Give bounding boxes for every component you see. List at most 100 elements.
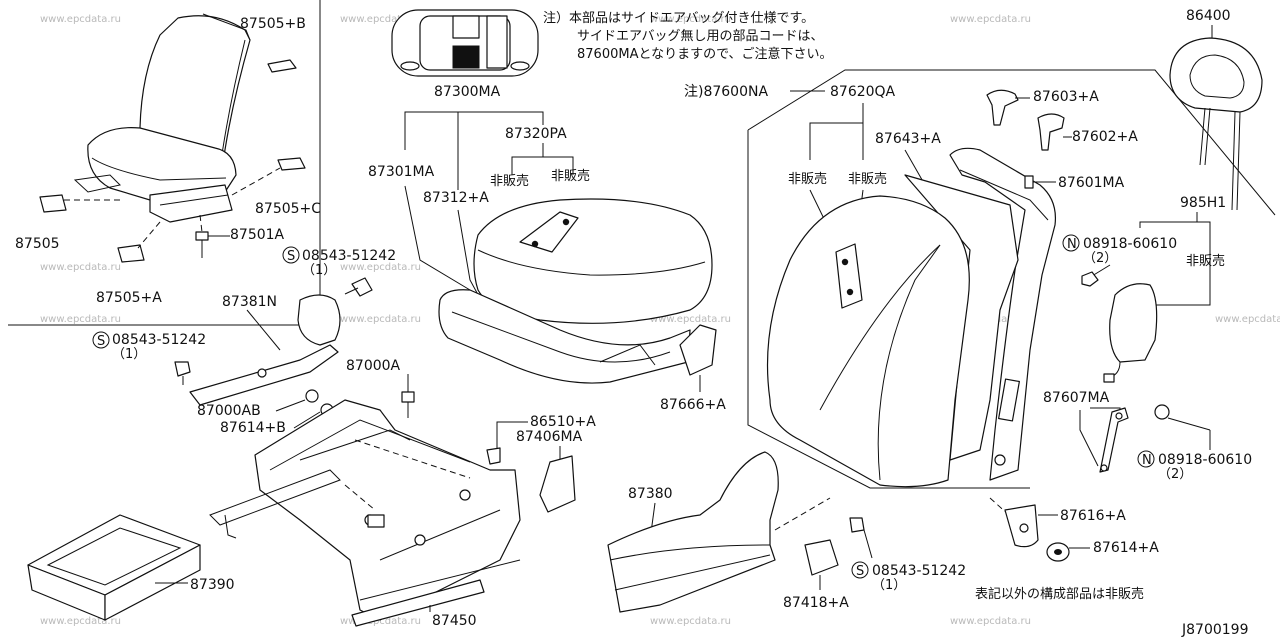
part-label: 87390 bbox=[190, 577, 235, 593]
seat-back-frame bbox=[949, 147, 1057, 481]
guide-87601ma bbox=[1024, 175, 1034, 189]
trim-seam bbox=[877, 244, 941, 481]
adjuster-frame-outline bbox=[254, 399, 521, 621]
part-label: 08543-51242 bbox=[302, 248, 396, 264]
cover-87505b bbox=[267, 59, 297, 73]
watermark: www.epcdata.ru bbox=[40, 616, 121, 627]
part-label: 87505 bbox=[15, 236, 60, 252]
cushion-frame-inner bbox=[451, 311, 671, 363]
nut-a bbox=[1081, 271, 1099, 287]
adjuster-cross-member bbox=[269, 419, 471, 471]
n-symbol bbox=[1062, 234, 1080, 252]
dashed-leader bbox=[354, 439, 471, 479]
watermark: www.epcdata.ru bbox=[340, 14, 421, 25]
leader bbox=[1079, 410, 1099, 467]
bolt-86510a bbox=[486, 447, 501, 465]
part-label: 87666+A bbox=[660, 397, 726, 413]
cover-87505 bbox=[39, 194, 67, 213]
bolt-87000a bbox=[401, 391, 415, 403]
s-symbol bbox=[851, 561, 869, 579]
washer-hole bbox=[1054, 549, 1062, 555]
watermark: www.epcdata.ru bbox=[40, 14, 121, 25]
not-for-sale-label: 非販売 bbox=[551, 168, 590, 184]
parts-86510a-87406ma: 86510+A 87406MA bbox=[486, 414, 596, 513]
leader bbox=[863, 529, 873, 559]
part-label: 87607MA bbox=[1043, 390, 1110, 406]
drawing-code: J8700199 bbox=[1181, 622, 1248, 638]
bolt-87501a-head bbox=[195, 231, 209, 241]
leader bbox=[1167, 417, 1211, 431]
part-label: 87614+B bbox=[220, 420, 286, 436]
watermark: www.epcdata.ru bbox=[650, 616, 731, 627]
watermark: www.epcdata.ru bbox=[40, 314, 121, 325]
part-label: 87381N bbox=[222, 294, 277, 310]
adjuster-rail-inner bbox=[379, 509, 501, 561]
part-label: 87643+A bbox=[875, 131, 941, 147]
adjuster-wire bbox=[224, 514, 237, 539]
seat-base bbox=[149, 184, 233, 223]
clip-dot bbox=[841, 258, 849, 266]
seat-back-edge bbox=[202, 13, 251, 41]
side-cover-edge bbox=[609, 544, 771, 561]
part-label: 87614+A bbox=[1093, 540, 1159, 556]
cover-87505c bbox=[277, 157, 306, 171]
clip-dot bbox=[562, 218, 570, 226]
cushion-frame-bracket bbox=[599, 344, 656, 366]
part-label: 87603+A bbox=[1033, 89, 1099, 105]
cushion-pad-edge bbox=[477, 249, 706, 276]
qty-label: （1） bbox=[872, 578, 906, 593]
clip-dot bbox=[531, 240, 539, 248]
part-87418a: 87418+A bbox=[783, 539, 849, 611]
part-label: 87406MA bbox=[516, 429, 583, 445]
cover-87418a bbox=[804, 539, 839, 576]
part-label: 87000A bbox=[346, 358, 401, 374]
adjuster-pin bbox=[459, 489, 471, 501]
part-label: 87300MA bbox=[434, 84, 501, 100]
airbag-module bbox=[1109, 283, 1158, 363]
part-label: 87418+A bbox=[783, 595, 849, 611]
frame-slot bbox=[998, 378, 1020, 422]
s-symbol bbox=[282, 246, 300, 264]
screw-b bbox=[174, 361, 191, 377]
part-label: 87505+B bbox=[240, 16, 306, 32]
seat-position-highlighted bbox=[452, 45, 480, 69]
part-label: 87602+A bbox=[1072, 129, 1138, 145]
part-label: 87000AB bbox=[197, 403, 261, 419]
part-label: 87505+C bbox=[255, 201, 321, 217]
part-label: 08918-60610 bbox=[1083, 236, 1177, 252]
watermark: www.epcdata.ru bbox=[1215, 314, 1280, 325]
part-label: 注)87600NA bbox=[684, 84, 768, 100]
leader bbox=[404, 111, 544, 150]
part-label: 87505+A bbox=[96, 290, 162, 306]
screw-group-c: S 08543-51242 （1） bbox=[849, 517, 966, 593]
qty-label: （1） bbox=[112, 347, 146, 362]
part-label: 87301MA bbox=[368, 164, 435, 180]
not-for-sale-label: 非販売 bbox=[848, 171, 887, 187]
clip-dot bbox=[846, 288, 854, 296]
not-for-sale-label: 非販売 bbox=[490, 173, 529, 189]
headrest-stay bbox=[1199, 107, 1206, 166]
seat-position-rear bbox=[452, 15, 480, 39]
seat-assembly-inset: 87505+B 87505+C 87505 87501A 87505+A bbox=[8, 0, 321, 326]
part-label: 08543-51242 bbox=[872, 563, 966, 579]
headrest-inner bbox=[1189, 54, 1245, 99]
part-label: 08918-60610 bbox=[1158, 452, 1252, 468]
s-symbol bbox=[92, 331, 110, 349]
seat-back-assembly: 注)87600NA 87620QA 87643+A 非販売 非販売 87603+… bbox=[684, 8, 1276, 562]
leader bbox=[137, 221, 161, 249]
part-label: 87320PA bbox=[505, 126, 567, 142]
symbol-letter: S bbox=[287, 249, 295, 264]
leader bbox=[199, 214, 203, 233]
vehicle-location-icon bbox=[391, 9, 539, 77]
trim-87381n: 87381N bbox=[189, 294, 341, 406]
cover-87505a bbox=[117, 244, 145, 263]
leader bbox=[344, 287, 359, 295]
bracket-87406ma bbox=[539, 455, 576, 513]
frame-top-bar bbox=[959, 169, 1049, 221]
leader bbox=[246, 309, 281, 351]
headrest-stay bbox=[1204, 107, 1211, 166]
washer-87000ab bbox=[305, 389, 319, 403]
cushion-pad bbox=[473, 198, 713, 324]
vehicle-wheel bbox=[510, 61, 530, 71]
leader bbox=[293, 411, 321, 429]
